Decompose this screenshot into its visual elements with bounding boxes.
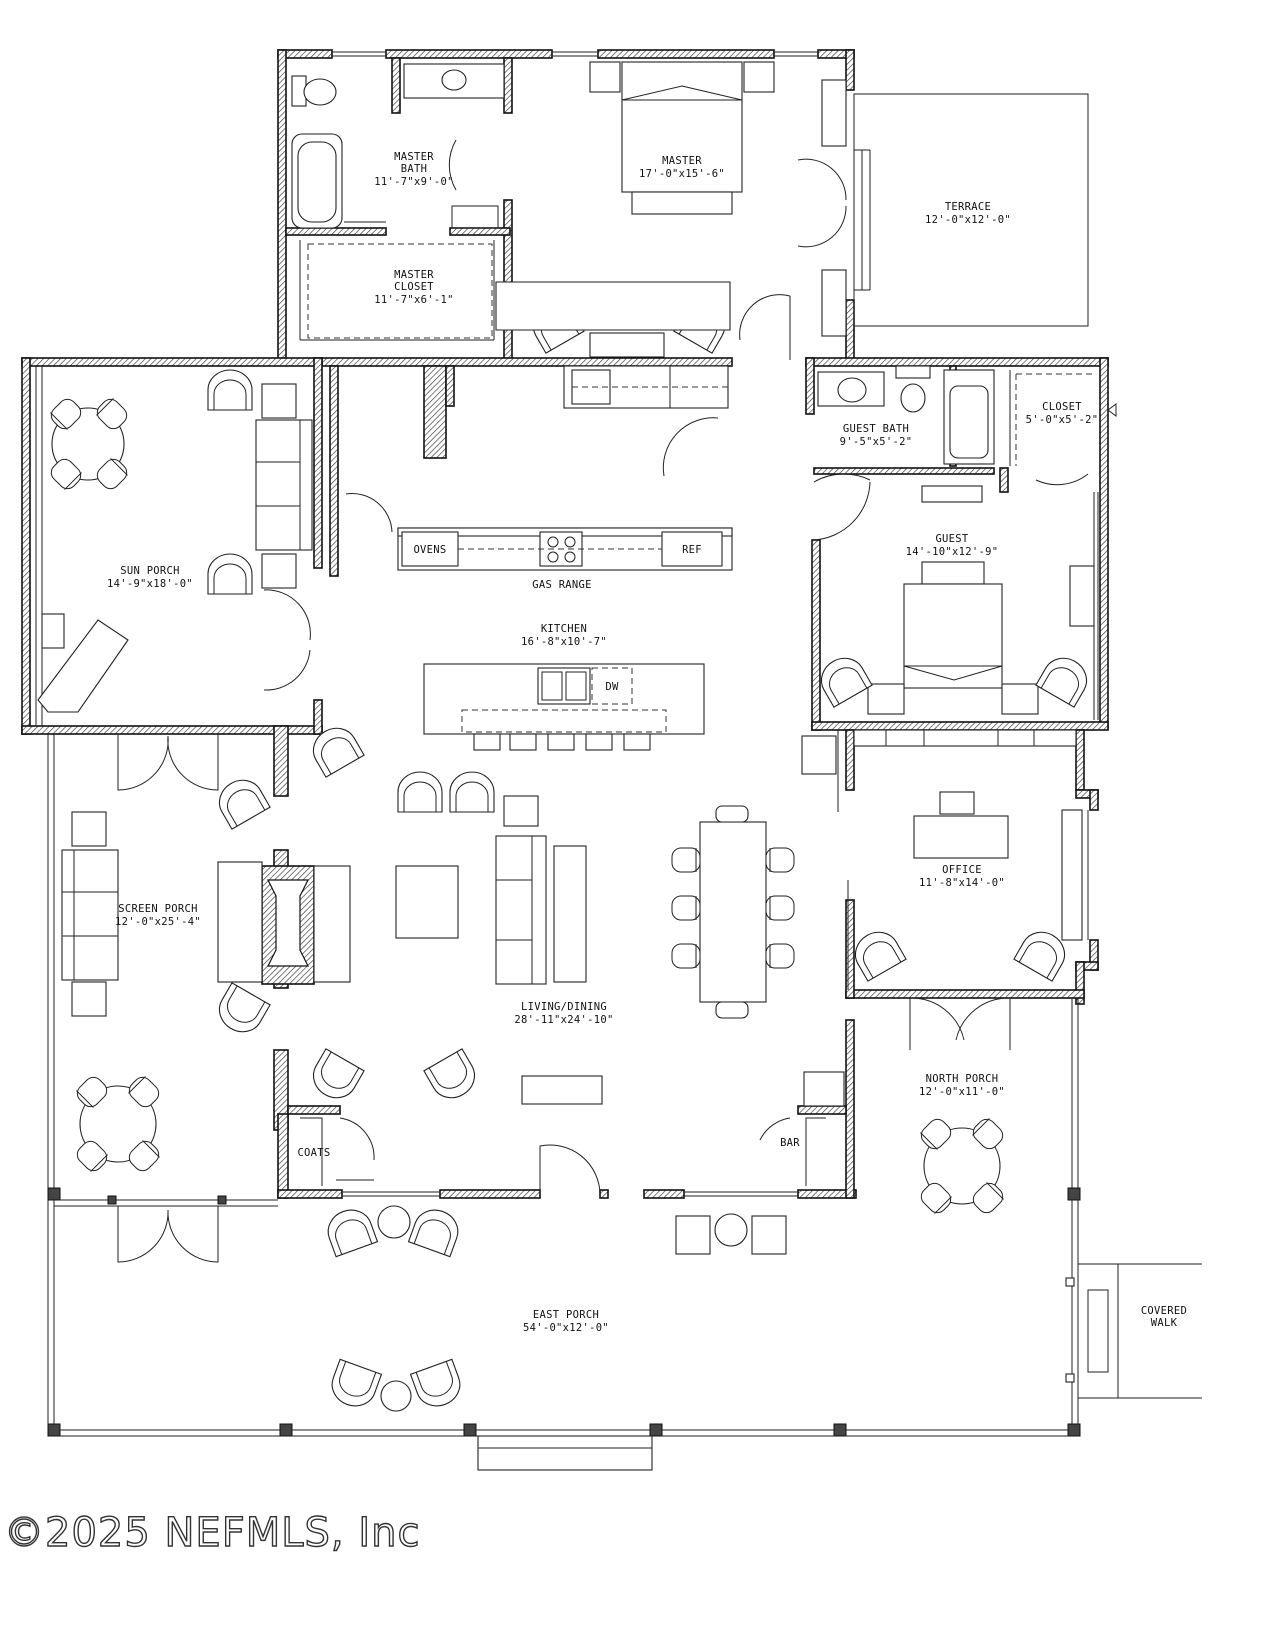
master-closet-dims: 11'-7"x6'-1" — [374, 294, 453, 306]
terrace-dims: 12'-0"x12'-0" — [925, 214, 1011, 226]
office — [801, 729, 1089, 1050]
master-closet-name-line2: CLOSET — [394, 281, 434, 293]
master-wing — [277, 49, 855, 365]
guest-wing — [813, 365, 1117, 720]
sun-porch-dims: 14'-9"x18'-0" — [107, 578, 193, 590]
covered-walk-line2: WALK — [1151, 1317, 1178, 1329]
master-bath-dims: 11'-7"x9'-0" — [374, 176, 453, 188]
closet-name: CLOSET — [1042, 401, 1082, 413]
guest-dims: 14'-10"x12'-9" — [906, 546, 999, 558]
bar-label: BAR — [780, 1137, 800, 1149]
coats-label: COATS — [297, 1147, 330, 1159]
guest-name: GUEST — [935, 533, 968, 545]
room-labels: MASTER BATH 11'-7"x9'-0" MASTER 17'-0"x1… — [107, 151, 1187, 1334]
screen-porch-name: SCREEN PORCH — [118, 903, 197, 915]
covered-walk-line1: COVERED — [1141, 1305, 1187, 1317]
terrace — [853, 93, 1089, 327]
north-porch-name: NORTH PORCH — [926, 1073, 999, 1085]
screen-porch — [47, 734, 278, 1263]
sun-porch — [35, 366, 313, 726]
master-bath-name-line1: MASTER — [394, 151, 434, 163]
north-porch-dims: 12'-0"x11'-0" — [919, 1086, 1005, 1098]
master-closet-name-line1: MASTER — [394, 269, 434, 281]
ref-label: REF — [682, 544, 702, 556]
master-name: MASTER — [662, 155, 702, 167]
terrace-name: TERRACE — [945, 201, 991, 213]
gas-range-label: GAS RANGE — [532, 579, 592, 591]
office-dims: 11'-8"x14'-0" — [919, 877, 1005, 889]
porches — [47, 998, 1202, 1471]
ovens-label: OVENS — [413, 544, 446, 556]
sun-porch-name: SUN PORCH — [120, 565, 180, 577]
kitchen-name: KITCHEN — [541, 623, 587, 635]
living-dining — [211, 719, 795, 1107]
master-bath-name-line2: BATH — [401, 163, 428, 175]
living-dining-dims: 28'-11"x24'-10" — [514, 1014, 613, 1026]
dw-label: DW — [605, 681, 619, 693]
master-dims: 17'-0"x15'-6" — [639, 168, 725, 180]
guest-bath-dims: 9'-5"x5'-2" — [840, 436, 913, 448]
kitchen — [345, 281, 733, 751]
closet-dims: 5'-0"x5'-2" — [1026, 414, 1099, 426]
living-dining-name: LIVING/DINING — [521, 1001, 607, 1013]
copyright-watermark: ©2025 NEFMLS, Inc — [3, 1509, 421, 1556]
guest-bath-name: GUEST BATH — [843, 423, 909, 435]
east-porch-dims: 54'-0"x12'-0" — [523, 1322, 609, 1334]
kitchen-dims: 16'-8"x10'-7" — [521, 636, 607, 648]
screen-porch-dims: 12'-0"x25'-4" — [115, 916, 201, 928]
office-name: OFFICE — [942, 864, 982, 876]
main-walls — [21, 357, 1109, 1199]
east-porch-name: EAST PORCH — [533, 1309, 599, 1321]
